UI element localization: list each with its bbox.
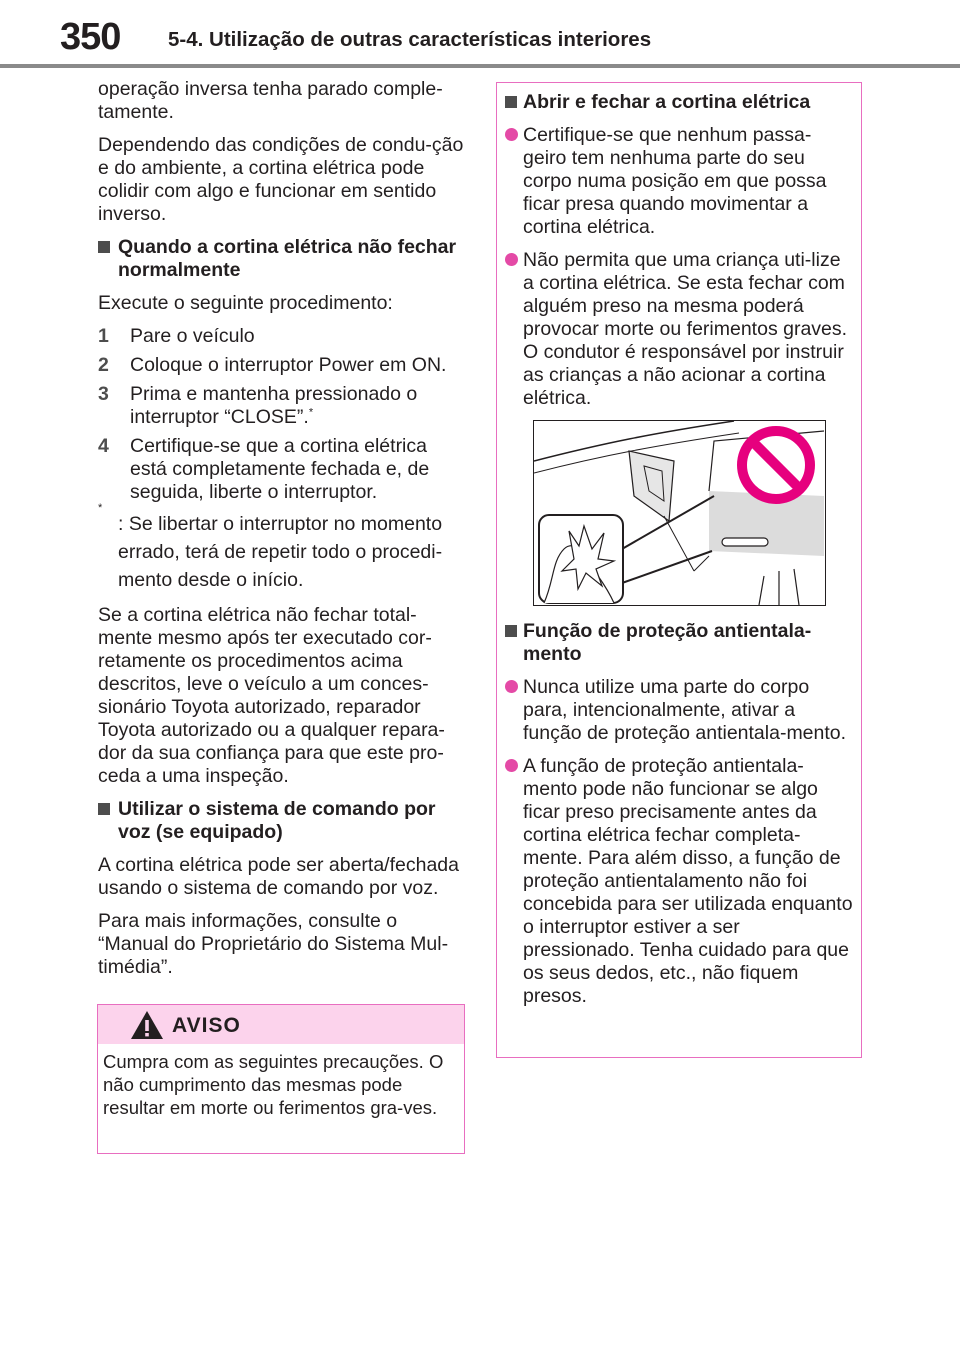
bullet-item: Nunca utilize uma parte do corpo para, i… — [505, 676, 853, 745]
square-bullet-icon — [98, 803, 110, 815]
circle-bullet-icon — [505, 680, 518, 693]
bullet-text: Certifique-se que nenhum passa-geiro tem… — [523, 124, 827, 238]
paragraph: Para mais informações, consulte o “Manua… — [98, 910, 449, 978]
section-title: 5-4. Utilização de outras característica… — [168, 28, 652, 51]
warning-triangle-icon — [131, 1011, 163, 1039]
square-bullet-icon — [505, 96, 517, 108]
warning-header: AVISO — [98, 1005, 464, 1044]
step-number: 1 — [98, 325, 109, 347]
illustration-hand-caught-in-shade — [533, 420, 826, 606]
subheading-text: Função de proteção antientala-mento — [523, 620, 812, 665]
step-item: 1 Pare o veículo — [98, 325, 466, 348]
footnote: * : Se libertar o interruptor no momento… — [98, 502, 443, 592]
page-header: 350 5-4. Utilização de outras caracterís… — [0, 0, 960, 70]
square-bullet-icon — [505, 625, 517, 637]
subheading-text: Abrir e fechar a cortina elétrica — [523, 91, 811, 113]
step-text: Prima e mantenha pressionado o interrupt… — [130, 383, 418, 428]
step-item: 3 Prima e mantenha pressionado o interru… — [98, 383, 466, 429]
bullet-text: A função de proteção antientala-mento po… — [523, 755, 853, 1007]
page-number: 350 — [60, 16, 121, 58]
subheading: Utilizar o sistema de comando por voz (s… — [98, 798, 466, 844]
warning-box: AVISO Cumpra com as seguintes precauções… — [97, 1004, 465, 1154]
square-bullet-icon — [98, 241, 110, 253]
paragraph: operação inversa tenha parado comple-tam… — [98, 78, 443, 123]
subheading: Abrir e fechar a cortina elétrica — [505, 91, 853, 114]
subheading: Quando a cortina elétrica não fechar nor… — [98, 236, 466, 282]
step-text: Certifique-se que a cortina elétrica est… — [130, 435, 430, 503]
car-interior-illustration — [533, 420, 825, 606]
bullet-item: Certifique-se que nenhum passa-geiro tem… — [505, 124, 853, 239]
paragraph: Dependendo das condições de condu-ção e … — [98, 134, 464, 225]
header-divider — [0, 64, 960, 68]
circle-bullet-icon — [505, 253, 518, 266]
subheading-text: Utilizar o sistema de comando por voz (s… — [118, 798, 436, 843]
step-number: 3 — [98, 383, 109, 405]
step-number: 4 — [98, 435, 109, 457]
bullet-text: Nunca utilize uma parte do corpo para, i… — [523, 676, 847, 744]
right-column-box: Abrir e fechar a cortina elétrica Certif… — [496, 82, 862, 1058]
step-text: Coloque o interruptor Power em ON. — [130, 354, 447, 376]
bullet-item: A função de proteção antientala-mento po… — [505, 755, 853, 1008]
warning-title: AVISO — [172, 1014, 241, 1037]
step-text: Pare o veículo — [130, 325, 255, 347]
paragraph: A cortina elétrica pode ser aberta/fecha… — [98, 854, 459, 899]
footnote-marker: * — [308, 406, 314, 419]
bullet-item: Não permita que uma criança uti-lize a c… — [505, 249, 853, 410]
step-item: 2 Coloque o interruptor Power em ON. — [98, 354, 466, 377]
step-item: 4 Certifique-se que a cortina elétrica e… — [98, 435, 466, 504]
warning-text: Cumpra com as seguintes precauções. O nã… — [103, 1051, 444, 1118]
paragraph: Se a cortina elétrica não fechar total-m… — [98, 604, 445, 787]
paragraph: Execute o seguinte procedimento: — [98, 292, 393, 314]
circle-bullet-icon — [505, 128, 518, 141]
circle-bullet-icon — [505, 759, 518, 772]
bullet-text: Não permita que uma criança uti-lize a c… — [523, 249, 848, 409]
step-number: 2 — [98, 354, 109, 376]
left-column: operação inversa tenha parado comple-tam… — [98, 78, 466, 989]
footnote-text: : Se libertar o interruptor no momento e… — [118, 513, 443, 591]
subheading: Função de proteção antientala-mento — [505, 620, 853, 666]
subheading-text: Quando a cortina elétrica não fechar nor… — [118, 236, 457, 281]
